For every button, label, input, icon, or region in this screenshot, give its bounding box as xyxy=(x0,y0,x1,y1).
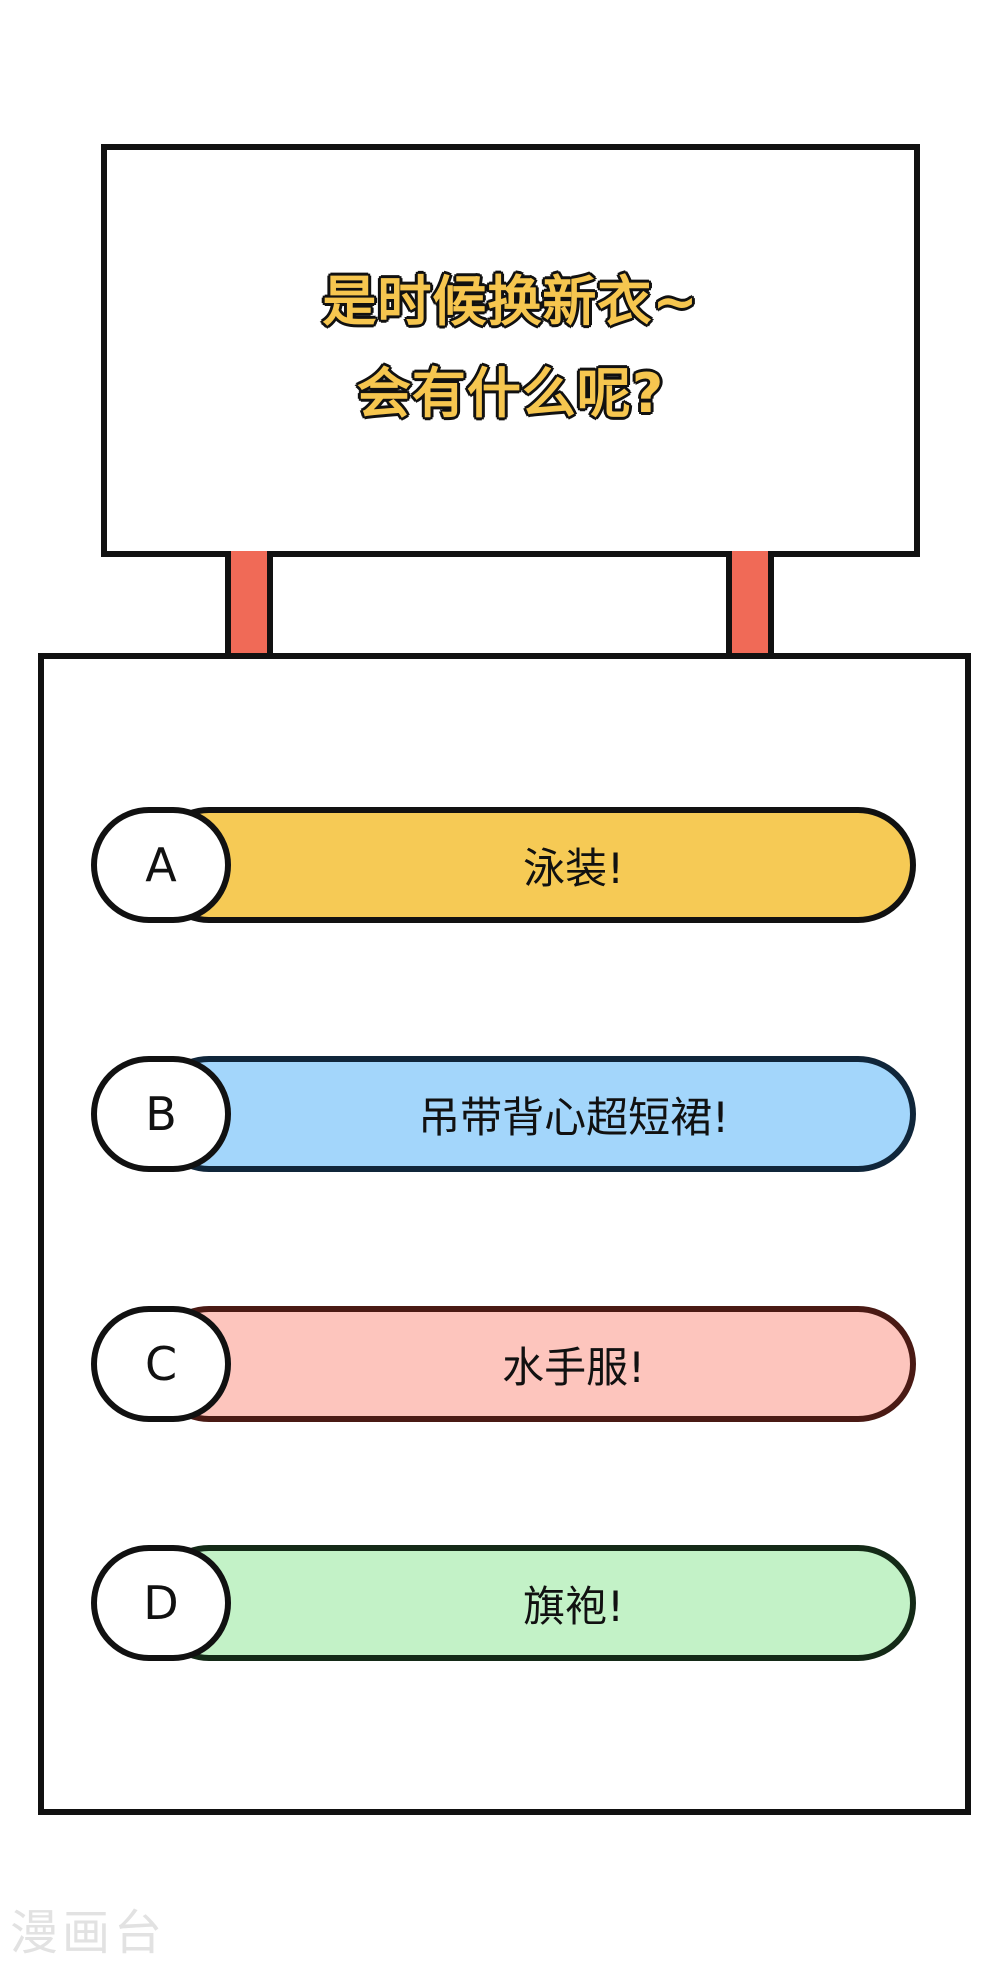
option-b-bar[interactable]: 吊带背心超短裙! xyxy=(151,1056,916,1172)
question-title-line-1: 是时候换新衣~ xyxy=(321,269,699,334)
option-c-bar[interactable]: 水手服! xyxy=(151,1306,916,1422)
option-c-button[interactable]: 水手服! C xyxy=(91,1306,916,1422)
option-d-button[interactable]: 旗袍! D xyxy=(91,1545,916,1661)
option-a-letter: A xyxy=(91,807,231,923)
sign-post-right xyxy=(726,551,774,654)
option-d-label: 旗袍! xyxy=(523,1581,624,1631)
option-d-bar[interactable]: 旗袍! xyxy=(151,1545,916,1661)
sign-post-left xyxy=(225,551,273,654)
option-d-letter: D xyxy=(91,1545,231,1661)
option-a-bar[interactable]: 泳装! xyxy=(151,807,916,923)
option-c-label: 水手服! xyxy=(502,1342,645,1392)
question-sign: 是时候换新衣~ 会有什么呢? xyxy=(101,144,920,557)
option-a-button[interactable]: 泳装! A xyxy=(91,807,916,923)
watermark-logo: 漫画台 xyxy=(10,1905,167,1961)
option-c-letter: C xyxy=(91,1306,231,1422)
option-b-button[interactable]: 吊带背心超短裙! B xyxy=(91,1056,916,1172)
option-b-label: 吊带背心超短裙! xyxy=(418,1092,729,1142)
question-title-line-2: 会有什么呢? xyxy=(356,361,665,426)
option-a-label: 泳装! xyxy=(523,843,624,893)
option-b-letter: B xyxy=(91,1056,231,1172)
